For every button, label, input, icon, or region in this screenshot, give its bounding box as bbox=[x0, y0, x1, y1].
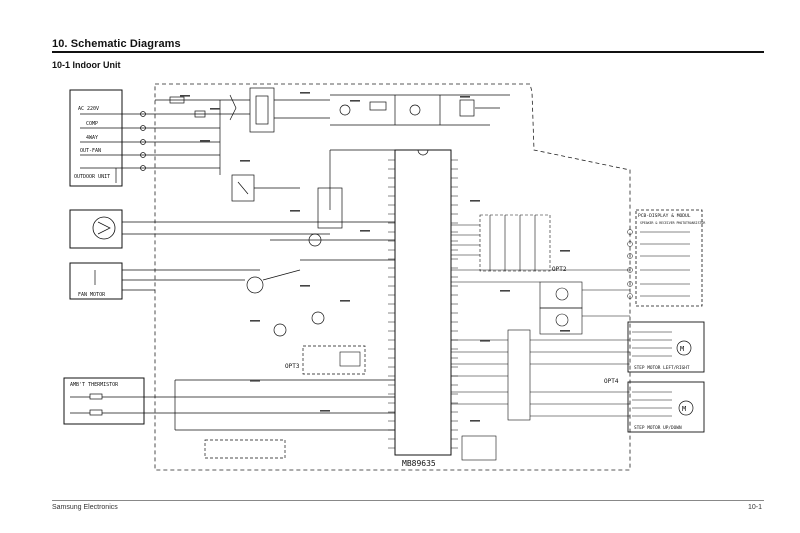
opt4-label: OPT4 bbox=[604, 378, 619, 385]
power-supply-section bbox=[155, 87, 510, 133]
designator-mark bbox=[340, 300, 350, 302]
designator-mark bbox=[360, 230, 370, 232]
designator-mark bbox=[200, 140, 210, 142]
ic-part-label: MB89635 bbox=[402, 459, 436, 468]
thermistor-label: AMB'T THERMISTOR bbox=[70, 382, 119, 388]
display-pcb-block: PCB-DISPLAY & MODUL SPEAKER & RECEIVER P… bbox=[627, 209, 705, 307]
fan-motor-block: FAN MOTOR bbox=[69, 209, 155, 300]
display-pcb-label: PCB-DISPLAY & MODUL bbox=[638, 213, 691, 219]
designator-mark bbox=[320, 410, 330, 412]
designator-mark bbox=[180, 95, 190, 97]
footer-publisher: Samsung Electronics bbox=[52, 504, 118, 511]
designator-mark bbox=[560, 250, 570, 252]
footer-rule bbox=[52, 500, 764, 501]
opt3-block: OPT3 bbox=[285, 345, 366, 375]
stepper-ud-block: M STEP MOTOR UP/DOWN bbox=[627, 381, 705, 433]
terminal-fan-label: OUT-FAN bbox=[80, 148, 101, 154]
opt3-label: OPT3 bbox=[285, 363, 300, 370]
display-pcb-sublabel: SPEAKER & RECEIVER PHOTOTRANSISTOR bbox=[640, 221, 705, 225]
mcu-ic: MB89635 bbox=[388, 149, 458, 468]
designator-mark bbox=[350, 100, 360, 102]
designator-mark bbox=[300, 285, 310, 287]
option-jumpers bbox=[451, 214, 551, 272]
sensor-bus bbox=[155, 379, 395, 459]
designator-mark bbox=[290, 210, 300, 212]
designator-mark bbox=[250, 380, 260, 382]
stepper-ud-label: STEP MOTOR UP/DOWN bbox=[634, 425, 682, 431]
designator-mark bbox=[210, 108, 220, 110]
designator-mark bbox=[250, 320, 260, 322]
stepper-driver bbox=[451, 329, 630, 461]
thermistor-block: AMB'T THERMISTOR bbox=[63, 377, 155, 425]
designator-mark bbox=[240, 160, 250, 162]
stepper-lr-block: M STEP MOTOR LEFT/RIGHT bbox=[627, 321, 705, 373]
motor-m-glyph: M bbox=[680, 345, 684, 353]
outdoor-unit-label: OUTDOOR UNIT bbox=[74, 174, 110, 180]
relay-section bbox=[155, 100, 300, 202]
section-subtitle: 10-1 Indoor Unit bbox=[52, 60, 121, 70]
footer-page-number: 10-1 bbox=[747, 504, 762, 511]
designator-mark bbox=[470, 200, 480, 202]
fan-motor-label: FAN MOTOR bbox=[78, 292, 106, 298]
stepper-lr-label: STEP MOTOR LEFT/RIGHT bbox=[634, 365, 690, 371]
terminal-ac-label: AC 220V bbox=[78, 106, 99, 112]
board-outline bbox=[154, 83, 631, 471]
component-designators bbox=[180, 92, 570, 422]
title-rule bbox=[52, 51, 764, 53]
designator-mark bbox=[460, 96, 470, 98]
terminal-4way-label: 4WAY bbox=[86, 135, 98, 141]
designator-mark bbox=[480, 340, 490, 342]
designator-mark bbox=[300, 92, 310, 94]
opt2-label: OPT2 bbox=[552, 266, 567, 273]
page-title: 10. Schematic Diagrams bbox=[52, 38, 181, 50]
designator-mark bbox=[500, 290, 510, 292]
driver-section bbox=[155, 149, 395, 337]
outdoor-unit-block: AC 220V COMP 4WAY OUT-FAN OUTDOOR UNIT bbox=[69, 89, 155, 187]
designator-mark bbox=[560, 330, 570, 332]
designator-mark bbox=[470, 420, 480, 422]
terminal-comp-label: COMP bbox=[86, 121, 98, 127]
motor-m-glyph: M bbox=[682, 405, 686, 413]
display-drivers bbox=[451, 269, 630, 335]
